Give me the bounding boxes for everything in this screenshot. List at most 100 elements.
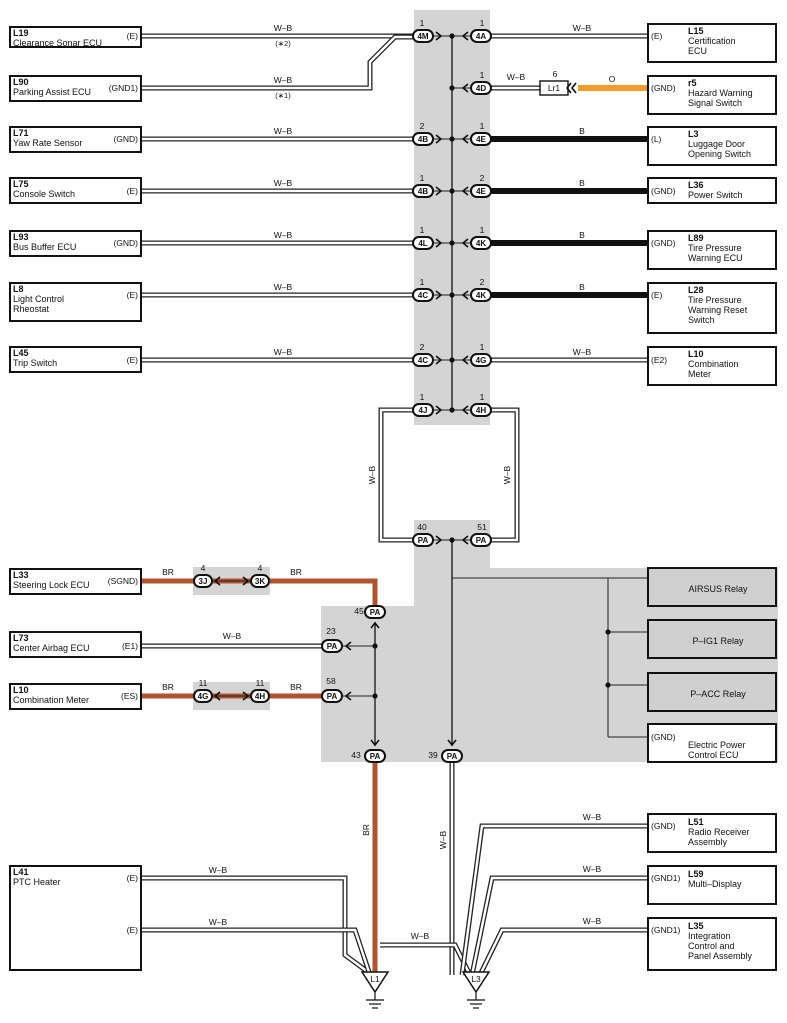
pin-number: 58 <box>326 676 336 686</box>
wire-lower-right-2 <box>477 927 648 977</box>
junction-dot <box>605 629 611 635</box>
connector-code: 4K <box>476 239 486 248</box>
junction-connector: 4H <box>470 403 492 417</box>
terminal-label: (E) <box>651 31 663 41</box>
pin-number: 1 <box>420 173 425 183</box>
component-code: L36 <box>688 180 704 190</box>
connector-code: PA <box>370 752 381 761</box>
connector-code: 4J <box>419 406 428 415</box>
component-name: Yaw Rate Sensor <box>13 138 82 148</box>
wire-color-label: W–B <box>502 465 512 484</box>
terminal-label: (E) <box>127 31 139 41</box>
component-name: Signal Switch <box>688 98 742 108</box>
relay-box <box>647 672 777 712</box>
component-name: PTC Heater <box>13 877 61 887</box>
component-name: Opening Switch <box>688 149 751 159</box>
component-r5 <box>647 75 777 115</box>
pin-number: 1 <box>480 121 485 131</box>
component-l45 <box>9 346 142 373</box>
pin-number: 1 <box>480 70 485 80</box>
junction-connector: 4L <box>412 236 434 250</box>
component-code: L28 <box>688 285 704 295</box>
pa-connector: PA <box>321 639 343 653</box>
connector-arrow-icon <box>461 405 469 415</box>
component-name: Meter <box>688 369 711 379</box>
wire-color-label: W–B <box>274 347 293 357</box>
connector-code: 4H <box>476 406 486 415</box>
wire-l41-1 <box>142 875 374 978</box>
wire-lower-right-0 <box>459 823 648 976</box>
wire-color-label: W–B <box>507 72 526 82</box>
wire-color-label: W–B <box>583 916 602 926</box>
wire-color-label: B <box>579 230 585 240</box>
component-code: L19 <box>13 28 29 38</box>
component-name: Control and <box>688 941 735 951</box>
connector-arrow-icon <box>370 621 380 629</box>
component-code: L75 <box>13 179 29 189</box>
pin-number: 1 <box>420 18 425 28</box>
pin-number: 23 <box>326 626 336 636</box>
relay-label: AIRSUS Relay <box>688 584 748 594</box>
junction-connector: 4B <box>412 184 434 198</box>
pin-number: 1 <box>420 277 425 287</box>
relay-label: P–ACC Relay <box>690 689 746 699</box>
junction-dot <box>449 292 455 298</box>
wire-lower-right-1 <box>469 875 648 976</box>
wire-color-label: BR <box>361 824 371 836</box>
connector-code: 4E <box>476 187 486 196</box>
connector-arrow-icon <box>242 691 250 701</box>
connector-arrow-icon <box>461 290 469 300</box>
component-l90 <box>9 75 142 102</box>
component-code: L45 <box>13 348 29 358</box>
pin-number: 11 <box>256 678 265 688</box>
junction-dot <box>449 407 455 413</box>
component-l73 <box>9 631 142 658</box>
wire-l90 <box>141 34 413 91</box>
component-code: L35 <box>688 921 704 931</box>
component-l75 <box>9 177 142 204</box>
terminal-label: (E) <box>651 290 663 300</box>
junction-dot <box>449 33 455 39</box>
wire-color-label: W–B <box>367 465 377 484</box>
terminal-label: (SGND) <box>108 576 138 586</box>
wire-color-label: W–B <box>274 230 293 240</box>
component-l28 <box>647 282 777 334</box>
inline-connector: 4H <box>250 689 270 703</box>
component-code: L59 <box>688 869 704 879</box>
terminal-label: (GND) <box>651 238 676 248</box>
terminal-label: (E) <box>127 186 139 196</box>
component-l71 <box>9 126 142 153</box>
pa-connector: PA <box>441 749 463 763</box>
relay-box <box>647 619 777 659</box>
pin-number: 43 <box>351 750 361 760</box>
component-name: Center Airbag ECU <box>13 643 90 653</box>
wire-color-label: W–B <box>411 931 430 941</box>
junction-connector: 4G <box>470 353 492 367</box>
ground-label: L3 <box>471 974 481 984</box>
component-code: L89 <box>688 233 704 243</box>
pin-number: 2 <box>480 173 485 183</box>
junction-connector: 4K <box>470 288 492 302</box>
connector-arrow-icon <box>461 83 469 93</box>
connector-code: 4M <box>417 32 428 41</box>
component-name: Rheostat <box>13 304 50 314</box>
component-code: L10 <box>13 685 29 695</box>
pin-number: 4 <box>201 563 206 573</box>
component-name: Trip Switch <box>13 358 57 368</box>
inline-connector: 4G <box>193 689 213 703</box>
connector-arrow-icon <box>213 576 221 586</box>
connector-code: 4B <box>418 187 428 196</box>
junction-dot <box>605 682 611 688</box>
ground-symbol-icon <box>360 971 390 1009</box>
component-code: L41 <box>13 867 29 877</box>
component-epc <box>647 723 777 763</box>
component-l19 <box>9 26 142 48</box>
component-l51 <box>647 813 777 853</box>
pin-number: 1 <box>480 18 485 28</box>
wire-color-label: BR <box>162 567 174 577</box>
wire-color-label: BR <box>290 682 302 692</box>
terminal-label: (L) <box>651 134 662 144</box>
wire-color-label: BR <box>162 682 174 692</box>
pin-number: 2 <box>420 342 425 352</box>
junction-dot <box>449 537 455 543</box>
